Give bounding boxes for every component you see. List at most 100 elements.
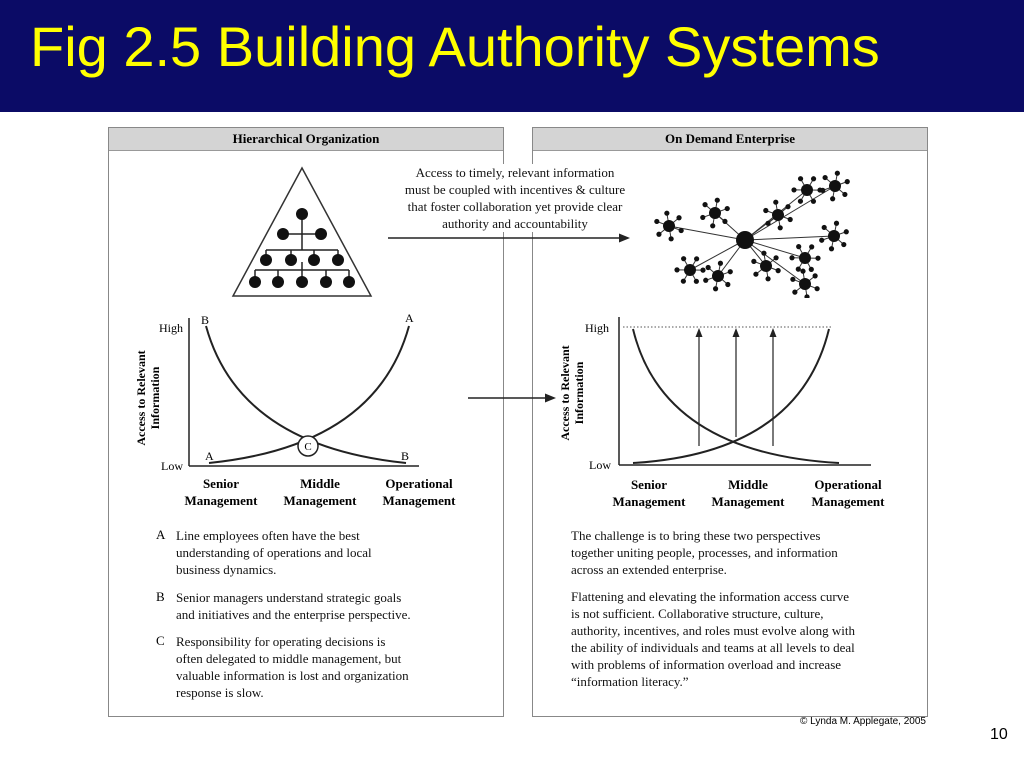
network-leaf-node (722, 218, 728, 224)
curve-label-c: C (304, 441, 311, 453)
network-leaf-node (678, 227, 684, 234)
copyright-notice: © Lynda M. Applegate, 2005 (800, 716, 926, 727)
hierarchy-pyramid-diagram (231, 166, 373, 297)
transition-text: Access to timely, relevant information m… (380, 164, 650, 232)
network-hub-node (801, 184, 813, 196)
network-leaf-node (725, 281, 731, 288)
network-leaf-node (834, 170, 840, 176)
y-axis-label-line1: Access to Relevant (558, 345, 572, 440)
network-leaf-node (777, 225, 783, 231)
network-leaf-node (795, 266, 801, 272)
note-b-line1: Senior managers understand strategic goa… (176, 590, 402, 605)
note-a-letter: A (156, 527, 166, 542)
category-middle-line2: Management (284, 493, 358, 508)
network-link (689, 239, 746, 271)
senior-access-curve-b (205, 325, 407, 464)
category-operational-line2: Management (383, 493, 457, 508)
challenge-line2: together uniting people, processes, and … (571, 545, 838, 560)
network-leaf-node (804, 294, 810, 298)
network-leaf-node (785, 204, 791, 210)
network-leaf-node (822, 174, 828, 181)
flattening-line1: Flattening and elevating the information… (571, 589, 849, 604)
y-axis-label: Access to Relevant Information (558, 345, 586, 440)
network-leaf-node (656, 231, 662, 237)
network-leaf-node (844, 179, 850, 185)
right-panel-header: On Demand Enterprise (533, 128, 927, 151)
network-leaf-node (676, 215, 682, 221)
curve-label-b-top: B (201, 313, 209, 327)
middle-transition-arrowhead (545, 393, 556, 403)
flattening-line4: the ability of individuals and teams at … (571, 640, 855, 655)
network-leaf-node (753, 271, 759, 277)
network-leaf-node (773, 255, 779, 261)
senior-access-curve (632, 328, 840, 464)
network-leaf-node (790, 276, 796, 282)
network-leaf-node (717, 260, 724, 266)
elevation-arrowhead-1 (695, 328, 703, 337)
transition-line1: Access to timely, relevant information (415, 165, 615, 180)
network-leaf-node (727, 269, 733, 275)
elevation-arrowhead-2 (732, 328, 740, 337)
network-leaf-node (705, 264, 711, 271)
curve-label-b-bottom: B (401, 449, 409, 463)
flattening-line6: “information literacy.” (571, 674, 689, 689)
category-senior-line2: Management (613, 494, 687, 509)
network-leaf-node (842, 191, 848, 198)
operational-access-curve (632, 328, 830, 464)
network-leaf-node (668, 236, 674, 242)
enterprise-network-diagram (654, 170, 850, 298)
network-leaf-node (808, 266, 814, 272)
network-hub-node (712, 270, 724, 282)
challenge-line1: The challenge is to bring these two pers… (571, 528, 821, 543)
network-hub-node (799, 252, 811, 264)
network-leaf-node (796, 244, 802, 250)
note-c-line1: Responsibility for operating decisions i… (176, 634, 386, 649)
hierarchical-access-chart: Access to Relevant Information High Low … (134, 311, 457, 508)
network-leaf-node (761, 250, 767, 256)
network-leaf-node (833, 220, 840, 226)
network-leaf-node (787, 216, 793, 223)
network-leaf-node (841, 241, 847, 248)
note-c-line4: response is slow. (176, 685, 264, 700)
y-axis-high-label: High (159, 321, 183, 335)
note-a-line3: business dynamics. (176, 562, 277, 577)
network-link (744, 239, 806, 259)
network-leaf-node (815, 255, 821, 261)
transition-line4: authority and accountability (442, 216, 588, 231)
hierarchical-organization-panel: Hierarchical Organization Access (108, 127, 504, 717)
network-leaf-node (797, 176, 804, 182)
note-a-line1: Line employees often have the best (176, 528, 360, 543)
network-leaf-node (680, 278, 686, 284)
category-operational-line1: Operational (814, 477, 882, 492)
network-hub-node (772, 209, 784, 221)
network-link (744, 239, 806, 285)
network-leaf-node (843, 229, 849, 235)
transition-line2: must be coupled with incentives & cultur… (404, 182, 626, 197)
network-hub-node (828, 230, 840, 242)
top-transition-arrowhead (619, 233, 630, 243)
network-leaf-node (765, 276, 771, 282)
y-axis-label: Access to Relevant Information (134, 350, 162, 445)
enterprise-access-chart: Access to Relevant Information High Low … (558, 317, 885, 509)
transition-line3: that foster collaboration yet provide cl… (407, 199, 623, 214)
network-leaf-node (810, 198, 817, 204)
network-leaf-node (810, 176, 817, 182)
network-leaf-node (751, 258, 757, 264)
intersection-marker-c (297, 435, 319, 457)
network-leaf-node (763, 207, 769, 214)
y-axis-label-line1: Access to Relevant (134, 350, 148, 445)
y-axis-low-label: Low (589, 458, 611, 472)
network-leaf-node (809, 244, 815, 250)
flattening-line3: authority, incentives, and roles must ev… (571, 623, 856, 638)
network-leaf-node (773, 199, 779, 205)
network-hub-node (736, 231, 754, 249)
network-leaf-node (664, 210, 670, 216)
category-senior-line1: Senior (631, 477, 667, 492)
curve-label-a-top: A (405, 311, 414, 325)
category-middle-line1: Middle (728, 477, 768, 492)
network-leaf-node (702, 202, 708, 208)
network-leaf-node (797, 198, 804, 204)
challenge-line3: across an extended enterprise. (571, 562, 727, 577)
network-leaf-node (712, 286, 719, 292)
